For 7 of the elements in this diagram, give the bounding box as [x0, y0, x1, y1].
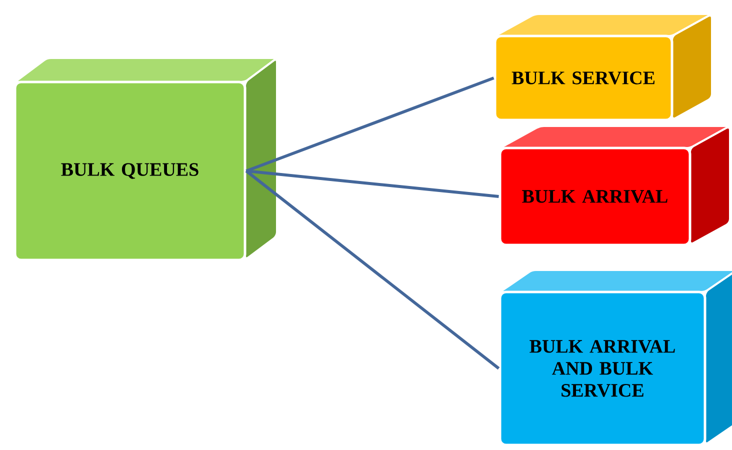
- box-3d: BULK ARRIVAL: [498, 125, 731, 246]
- box-3d: BULK SERVICE: [494, 13, 713, 122]
- connector-line: [245, 170, 500, 370]
- connector-line: [246, 170, 499, 198]
- connector-line: [246, 76, 494, 172]
- box-3d: BULK ARRIVAL AND BULK SERVICE: [498, 268, 732, 446]
- box-3d: BULK QUEUES: [14, 57, 278, 262]
